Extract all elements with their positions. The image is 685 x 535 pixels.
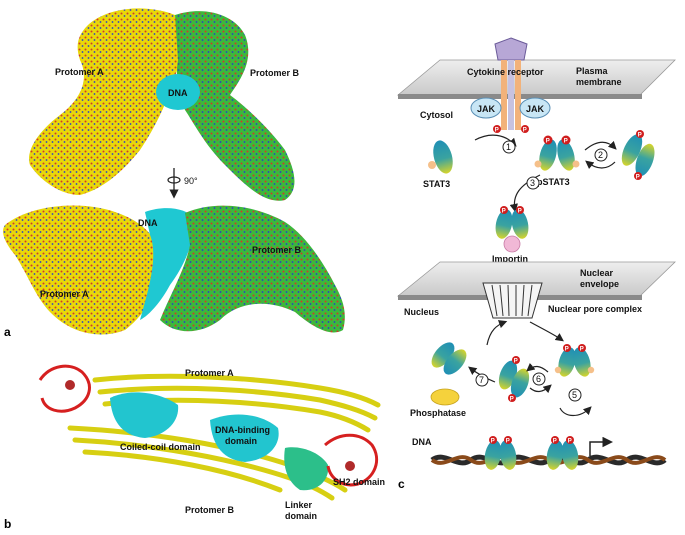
svg-text:7: 7	[479, 375, 484, 385]
pstat3-dimer-antiparallel-nucleus: PP	[495, 356, 532, 403]
label-protomer-a-ribbon: Protomer A	[185, 368, 234, 378]
panel-a: Protomer A Protomer B DNA 90° DNA Protom…	[3, 8, 345, 339]
panel-b: Protomer A DNA-binding domain Coiled-coi…	[4, 366, 385, 531]
panel-letter-a: a	[4, 325, 11, 339]
rotation-indicator: 90°	[168, 168, 198, 196]
label-nuclear-line1: Nuclear	[580, 268, 614, 278]
phospho-label-6: P	[502, 209, 506, 215]
panel-letter-c: c	[398, 477, 405, 491]
label-linker-line1: Linker	[285, 500, 313, 510]
label-protomer-a-top: Protomer A	[55, 67, 104, 77]
jak-right: JAK	[520, 98, 550, 118]
label-protomer-b-ribbon: Protomer B	[185, 505, 235, 515]
label-dna-binding-line1: DNA-binding	[215, 425, 270, 435]
phospho-label-7: P	[518, 209, 522, 215]
rotation-label: 90°	[184, 176, 198, 186]
ribbon-structure	[40, 366, 378, 498]
label-nuclear-pore: Nuclear pore complex	[548, 304, 642, 314]
step-3: 3	[527, 177, 539, 189]
surface-side-view: DNA Protomer B Protomer A	[3, 206, 345, 335]
stat3-dimer-dephosphorylated	[427, 338, 471, 378]
label-dna-top: DNA	[168, 88, 188, 98]
label-jak-left: JAK	[477, 104, 496, 114]
linker-domain	[284, 447, 328, 490]
panel-letter-b: b	[4, 517, 11, 531]
panel-c: Plasma membrane Cytokine receptor Cytoso…	[398, 38, 675, 491]
label-linker-line2: domain	[285, 511, 317, 521]
label-coiled-coil: Coiled-coil domain	[120, 442, 201, 452]
protomer-a-surface-top	[29, 8, 180, 195]
step-6: 6	[533, 373, 545, 385]
jak-left: JAK	[471, 98, 501, 118]
label-phosphatase: Phosphatase	[410, 408, 466, 418]
label-protomer-b-side: Protomer B	[252, 245, 302, 255]
label-protomer-a-side: Protomer A	[40, 289, 89, 299]
label-nuclear-line2: envelope	[580, 279, 619, 289]
phospho-label-4: P	[638, 133, 642, 139]
label-sh2-domain: SH2 domain	[333, 477, 385, 487]
svg-text:2: 2	[598, 150, 603, 160]
label-stat3: STAT3	[423, 179, 450, 189]
label-pstat3: pSTAT3	[537, 177, 570, 187]
step-5: 5	[569, 389, 581, 401]
svg-text:5: 5	[572, 390, 577, 400]
step-1: 1	[503, 141, 515, 153]
label-jak-right: JAK	[526, 104, 545, 114]
phospho-label-10: P	[514, 359, 518, 365]
phospho-label-11: P	[510, 397, 514, 403]
phospho-label-8: P	[565, 347, 569, 353]
stat3-monomer: STAT3	[423, 138, 456, 189]
step-2: 2	[595, 149, 607, 161]
plasma-membrane: Plasma membrane	[398, 60, 675, 99]
dna-helix: DNA	[412, 437, 665, 463]
phospho-label-1: P	[523, 128, 527, 134]
pstat3-dimer-cytosol: pSTAT3 P P	[535, 136, 580, 188]
sh2-domain-a	[40, 366, 89, 411]
label-cytokine-receptor: Cytokine receptor	[467, 67, 544, 77]
label-nucleus: Nucleus	[404, 307, 439, 317]
surface-top-view: Protomer A Protomer B DNA	[29, 8, 299, 200]
phosphatase: Phosphatase	[410, 389, 466, 418]
label-plasma-line1: Plasma	[576, 66, 609, 76]
svg-text:3: 3	[530, 178, 535, 188]
step-7: 7	[476, 374, 488, 386]
protomer-b-surface-top	[175, 11, 294, 201]
phospho-label-5: P	[636, 175, 640, 181]
protomer-a-surface-side	[3, 206, 160, 335]
label-plasma-line2: membrane	[576, 77, 622, 87]
cytokine-ligand	[495, 38, 527, 60]
phospho-label-13: P	[506, 439, 510, 445]
phospho-label-3: P	[564, 139, 568, 145]
pstat3-dimer-antiparallel: PP	[618, 130, 659, 181]
svg-text:1: 1	[506, 142, 511, 152]
phospho-label-0: P	[495, 128, 499, 134]
protomer-b-surface-side	[160, 206, 345, 333]
phospho-label-12: P	[491, 439, 495, 445]
label-dna-panel-c: DNA	[412, 437, 432, 447]
phospho-label-2: P	[546, 139, 550, 145]
phospho-label-14: P	[553, 439, 557, 445]
label-dna-binding-line2: domain	[225, 436, 257, 446]
label-cytosol: Cytosol	[420, 110, 453, 120]
transcription-arrow	[590, 442, 610, 456]
phospho-label-15: P	[568, 439, 572, 445]
svg-text:6: 6	[536, 374, 541, 384]
phospho-label-9: P	[580, 347, 584, 353]
label-dna-side: DNA	[138, 218, 158, 228]
label-protomer-b-top: Protomer B	[250, 68, 300, 78]
